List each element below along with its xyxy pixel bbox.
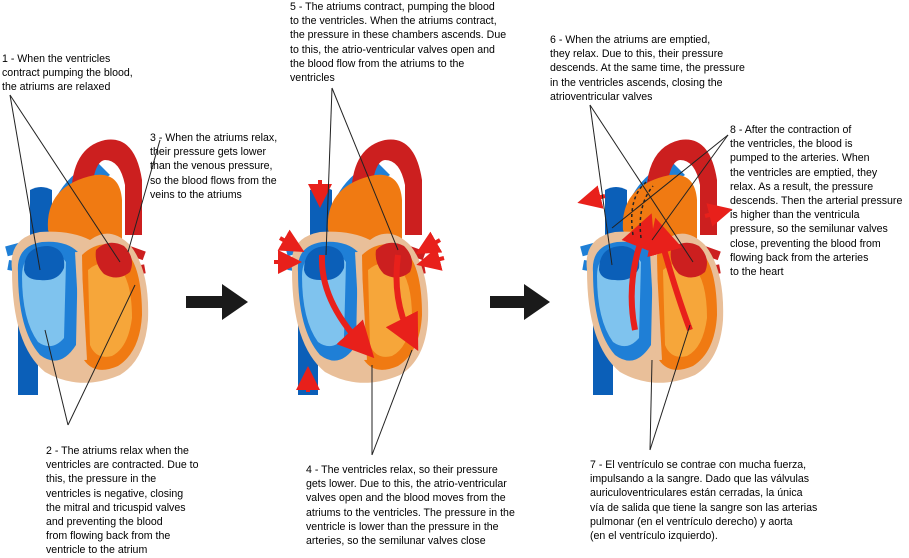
label-step-6: 6 - When the atriums are emptied, they r… — [550, 34, 745, 103]
inflow-arrow — [416, 247, 445, 271]
heart-stage-2 — [274, 140, 445, 396]
dashed-flow — [639, 185, 654, 239]
outflow-arrow — [621, 213, 656, 331]
label-step-1: 1 - When the ventricles contract pumping… — [2, 53, 133, 94]
label-step-5: 5 - The atriums contract, pumping the bl… — [290, 1, 507, 85]
next-stage-arrow — [186, 284, 248, 320]
flow-arrow-left — [385, 254, 419, 352]
label-step-8: 8 - After the contraction of the ventric… — [730, 124, 903, 279]
leader-lines — [9, 87, 729, 456]
outflow-arrow — [647, 217, 693, 332]
label-step-2: 2 - The atriums relax when the ventricle… — [46, 445, 199, 557]
flow-arrow-right — [318, 254, 375, 359]
next-stage-arrow — [490, 284, 550, 320]
label-step-7: 7 - El ventrículo se contrae con mucha f… — [590, 459, 818, 543]
inflow-arrow — [415, 231, 443, 254]
label-step-3: 3 - When the atriums relax, their pressu… — [150, 132, 278, 201]
dashed-flow — [631, 179, 650, 236]
heart-stage-3 — [580, 140, 733, 396]
inflow-arrow — [277, 229, 305, 252]
heart-stage-1 — [5, 140, 148, 396]
outflow-arrow — [704, 203, 733, 227]
label-step-4: 4 - The ventricles relax, so their press… — [306, 464, 515, 548]
